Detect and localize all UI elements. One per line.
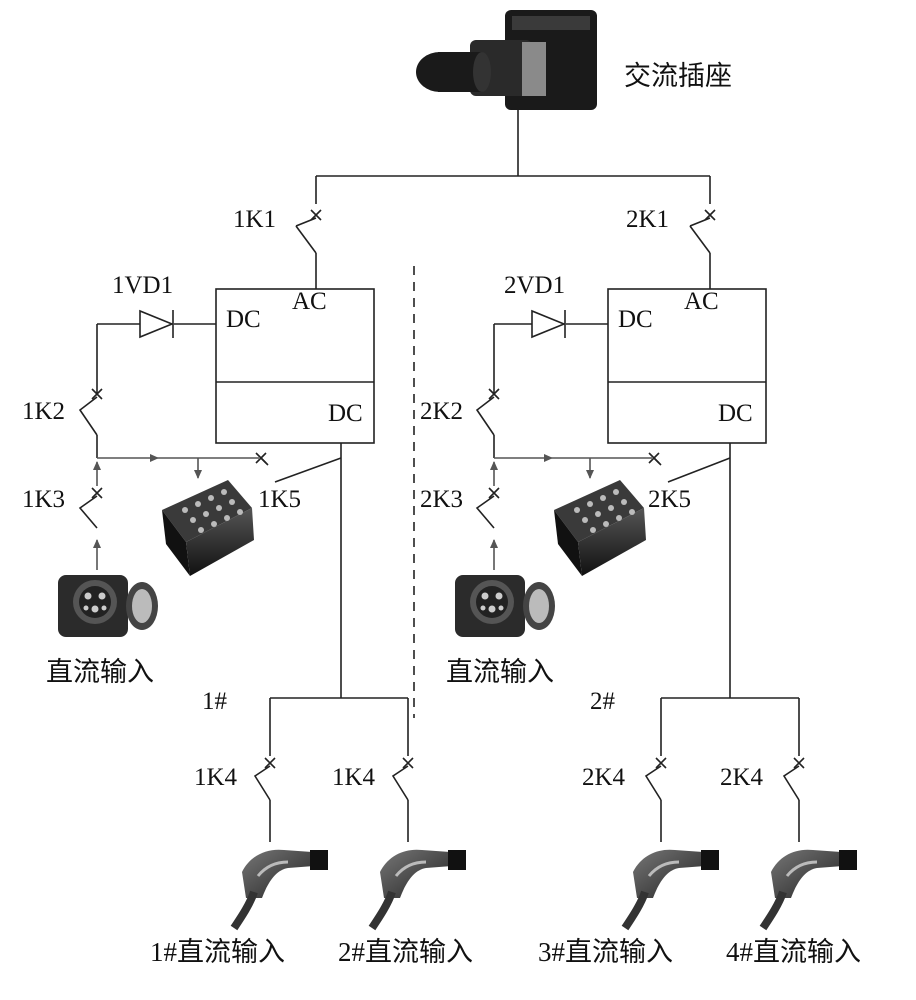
label-2-dc-input: 直流输入 xyxy=(446,657,554,687)
label-1k4-a: 1K4 xyxy=(194,764,238,791)
charging-gun-icon xyxy=(368,849,466,931)
output-label-3: 3#直流输入 xyxy=(538,937,673,967)
switch-1k2 xyxy=(78,388,103,458)
label-2k4-a: 2K4 xyxy=(582,764,626,791)
ac-socket-label: 交流插座 xyxy=(624,61,732,91)
output-branch-2 xyxy=(660,697,800,756)
label-group-1: 1# xyxy=(202,688,227,715)
battery-pack-icon xyxy=(554,480,646,576)
label-group-2: 2# xyxy=(590,688,615,715)
label-2k2: 2K2 xyxy=(420,398,464,425)
label-2k4-b: 2K4 xyxy=(720,764,764,791)
output-branch-1 xyxy=(269,697,409,756)
dc-bus-2 xyxy=(494,443,731,698)
unit-1 xyxy=(58,209,414,842)
charging-gun-icon xyxy=(759,849,857,931)
label-1-box-dc-top: DC xyxy=(226,306,261,333)
charging-gun-icon xyxy=(621,849,719,931)
switch-1k4-b xyxy=(391,757,414,842)
switch-2k2 xyxy=(475,388,500,458)
switch-2k3 xyxy=(475,461,500,570)
label-2k3: 2K3 xyxy=(420,486,464,513)
label-2-box-dc-top: DC xyxy=(618,306,653,333)
switch-1k4-a xyxy=(253,757,276,842)
output-label-2: 2#直流输入 xyxy=(338,937,473,967)
charging-gun-icon xyxy=(230,849,328,931)
switch-2k4-a xyxy=(644,757,667,842)
dc-inlet-icon xyxy=(455,575,555,637)
switch-2k1 xyxy=(689,209,716,289)
label-2-box-dc-bottom: DC xyxy=(718,400,753,427)
label-1k5: 1K5 xyxy=(258,486,302,513)
switch-1k3 xyxy=(78,461,103,570)
dc-inlet-icon xyxy=(58,575,158,637)
label-1k1: 1K1 xyxy=(233,206,277,233)
diode-2vd1 xyxy=(493,309,608,394)
ac-feed-wire xyxy=(315,110,711,204)
converter-1 xyxy=(215,288,375,444)
unit-2 xyxy=(455,209,805,842)
battery-pack-icon xyxy=(162,480,254,576)
label-1k2: 1K2 xyxy=(22,398,66,425)
switch-2k4-b xyxy=(782,757,805,842)
label-1-dc-input: 直流输入 xyxy=(46,657,154,687)
label-2k1: 2K1 xyxy=(626,206,670,233)
output-label-4: 4#直流输入 xyxy=(726,937,861,967)
dc-bus-1 xyxy=(97,443,342,698)
switch-1k1 xyxy=(295,209,322,289)
label-2k5: 2K5 xyxy=(648,486,692,513)
output-label-1: 1#直流输入 xyxy=(150,937,285,967)
label-1vd1: 1VD1 xyxy=(112,272,174,299)
label-2-box-ac: AC xyxy=(684,288,719,315)
label-2vd1: 2VD1 xyxy=(504,272,566,299)
label-1k4-b: 1K4 xyxy=(332,764,376,791)
label-1k3: 1K3 xyxy=(22,486,66,513)
label-1-box-ac: AC xyxy=(292,288,327,315)
converter-2 xyxy=(607,288,767,444)
diode-1vd1 xyxy=(96,309,216,394)
ac-socket-icon xyxy=(416,10,597,110)
label-1-box-dc-bottom: DC xyxy=(328,400,363,427)
